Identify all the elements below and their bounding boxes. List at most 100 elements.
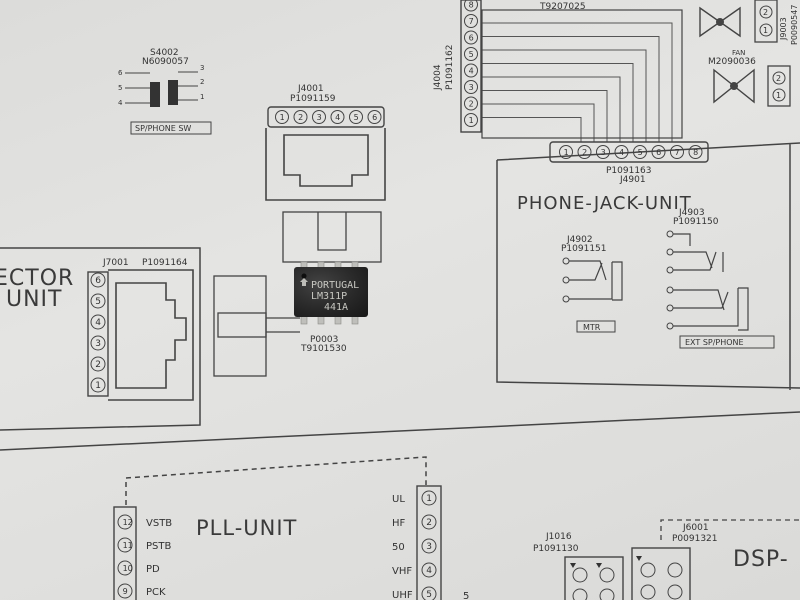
- j4004-pin-label: 6: [469, 33, 474, 42]
- j4901-pin-label: 6: [656, 148, 661, 157]
- pll-left-pin-circle: [117, 560, 133, 576]
- ribbon-wire: [482, 49, 647, 142]
- switch-pin-5: 5: [118, 84, 122, 92]
- j4901-pin-label: 1: [564, 148, 569, 157]
- j4901-pin-circle: [559, 145, 573, 159]
- switch-pin-3: 3: [200, 64, 204, 72]
- j4901-pin-circle: [670, 145, 684, 159]
- pll-left-pin-label: 12: [123, 518, 133, 527]
- svg-text:2: 2: [763, 8, 768, 17]
- right-edge-ref: J9003: [779, 17, 788, 41]
- j1016-ref: J1016: [545, 532, 572, 542]
- pll-left-signal: PCK: [146, 587, 166, 598]
- j4001-ref: J4001: [297, 84, 324, 94]
- j4004-pin-circle: [464, 30, 478, 45]
- j7001-pin-circle: [90, 377, 106, 393]
- j6001-part: P0091321: [672, 534, 718, 544]
- pll-left-signal: PD: [146, 564, 160, 575]
- j4901-pin-label: 8: [693, 148, 698, 157]
- j4001-pin-circle: [312, 110, 326, 124]
- j7001-pin-label: 2: [95, 360, 101, 370]
- ribbon-wire: [482, 22, 673, 142]
- pll-right-signal: HF: [392, 518, 406, 529]
- j4901-pin-label: 2: [582, 148, 587, 157]
- j7001-pin-label: 6: [95, 276, 101, 286]
- j4901-pin-circle: [577, 145, 592, 159]
- j4004-pin-label: 8: [469, 0, 474, 9]
- j4001-pin-circle: [349, 110, 363, 124]
- fan-part: M2090036: [708, 57, 756, 67]
- j4004-ref: J4004: [433, 64, 443, 91]
- pll-right-pin-label: 4: [426, 566, 432, 576]
- j7001-part: P1091164: [142, 258, 188, 268]
- pll-left-pin-label: 11: [123, 541, 133, 550]
- ribbon-wire: [482, 36, 660, 142]
- pll-left-pin-circle: [117, 514, 133, 530]
- ribbon-cable: [482, 22, 673, 142]
- j4901-pin-circle: [596, 145, 610, 159]
- j4903-part: P1091150: [673, 217, 719, 227]
- j4001-pin-label: 3: [317, 113, 322, 122]
- chip-leg: [351, 315, 359, 325]
- p0003-ref: P0003: [310, 335, 338, 345]
- chip-leg: [334, 315, 342, 325]
- pll-left-pin-circle: [117, 583, 133, 599]
- j4001-pin-label: 6: [372, 113, 377, 122]
- fan-motor: 2 1 FAN M2090036 2 1 J9003 P0090547: [699, 0, 799, 107]
- j4901-pin-label: 5: [638, 148, 643, 157]
- j7001-pin-circle: [90, 293, 106, 309]
- fan-label: FAN: [732, 49, 745, 57]
- sp-phone-switch: S4002 N6090057 6 5 4 3 2 1 SP/PHONE SW: [118, 48, 212, 135]
- j7001-pin-label: 5: [95, 297, 101, 307]
- j7001-pin-circle: [90, 335, 106, 351]
- j6001-ref: J6001: [682, 523, 709, 533]
- j4901-ref: J4901: [619, 175, 646, 185]
- j4001-pin-label: 4: [335, 113, 340, 122]
- j4004-pin-circle: [464, 14, 478, 28]
- chip-part: LM311P: [311, 291, 347, 302]
- bottom-right-connectors: J1016 P1091130 J6001 P0091321 DSP-: [533, 519, 800, 600]
- ribbon-wire: [482, 63, 634, 142]
- pll-edge-num: 5: [463, 591, 469, 600]
- j4902-part: P1091151: [561, 244, 607, 254]
- j4001-pin-circle: [367, 110, 382, 124]
- j7001-pin-circle: [90, 356, 106, 372]
- j4903-ref: J4903: [678, 208, 705, 218]
- j7001-ref: J7001: [102, 258, 129, 268]
- ribbon-wire: [482, 103, 595, 142]
- switch-caption: SP/PHONE SW: [135, 124, 191, 133]
- chip-leg: [300, 315, 308, 325]
- pll-right-signal: UL: [392, 494, 405, 505]
- j4001-part: P1091159: [290, 94, 336, 104]
- chip-code: 441A: [324, 302, 348, 313]
- j4001-pin-label: 5: [354, 113, 359, 122]
- ribbon-wire: [482, 90, 608, 142]
- j4004-pin-circle: [464, 113, 478, 127]
- p0003-part: T9101530: [300, 344, 347, 354]
- j4901-pin-label: 7: [675, 148, 680, 157]
- top-connector-part: T9207025: [539, 2, 586, 12]
- j4004-pin-circle: [464, 47, 478, 61]
- pll-right-pin-label: 1: [426, 494, 432, 504]
- right-edge-part: P0090547: [790, 5, 799, 45]
- svg-text:1: 1: [763, 26, 768, 35]
- ribbon-wire: [482, 117, 582, 142]
- j4001-pin-label: 2: [298, 113, 303, 122]
- j7001-pin-label: 3: [95, 339, 101, 349]
- middle-blocks: P0003 T9101530: [213, 211, 382, 377]
- pll-right-pin-circle: [421, 538, 437, 554]
- j4903-caption: EXT SP/PHONE: [685, 338, 744, 347]
- j4004-pin-label: 4: [469, 66, 474, 75]
- dsp-unit-title: DSP-: [733, 547, 789, 572]
- j4901-part: P1091163: [606, 166, 652, 176]
- j4901-pin-label: 4: [619, 148, 624, 157]
- switch-pin-1: 1: [200, 93, 204, 101]
- j4004-pin-label: 7: [469, 17, 474, 26]
- j7001-pin-circle: [90, 272, 106, 288]
- j4004-pin-label: 3: [469, 83, 474, 92]
- j4004-pin-label: 5: [469, 50, 474, 59]
